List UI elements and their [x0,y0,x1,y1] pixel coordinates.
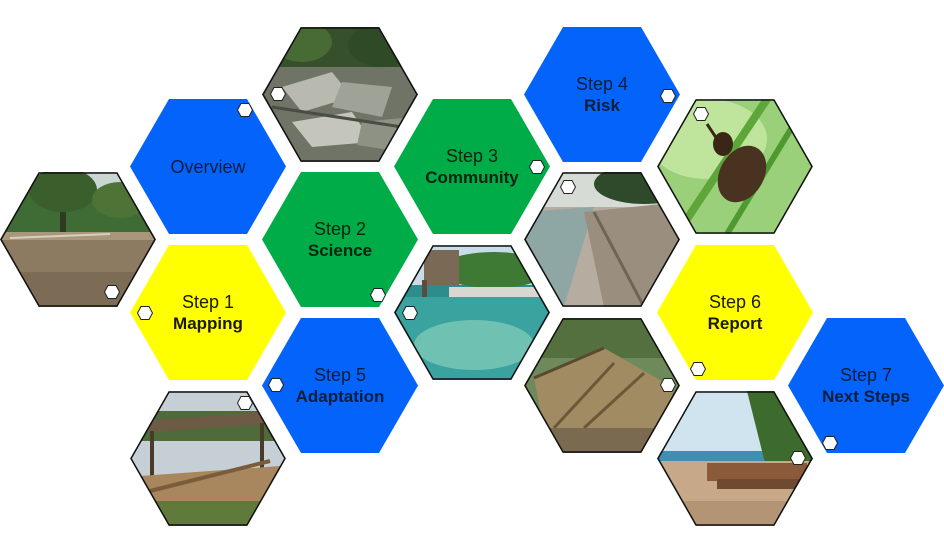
step3-title: Community [425,167,519,187]
hexagon-marker-icon [790,451,806,465]
hexagon-marker-icon [268,378,284,392]
hexagon-marker-icon [237,396,253,410]
step2-number: Step 2 [313,218,367,239]
step6-number: Step 6 [708,291,762,312]
step7-number: Step 7 [839,364,893,385]
hexagon-marker-icon [137,306,153,320]
flooded-field-photo [0,172,156,307]
hexagon-marker-icon [660,89,676,103]
step5-number: Step 5 [313,364,367,385]
step4-tile[interactable]: Step 4 Risk [524,27,680,162]
step3-number: Step 3 [445,145,499,166]
step5-title: Adaptation [295,386,385,406]
step1-tile[interactable]: Step 1 Mapping [130,245,286,380]
hexagon-marker-icon [402,306,418,320]
hexagon-marker-icon [822,436,838,450]
hexagon-marker-icon [660,378,676,392]
eroded-beach-photo [524,172,680,307]
overview-tile[interactable]: Overview [130,99,286,234]
step2-title: Science [307,240,373,260]
weevil-insect-photo [657,99,813,234]
step7-title: Next Steps [822,386,910,406]
step1-title: Mapping [173,313,243,333]
collapsed-shelter-photo [130,391,286,526]
hexagon-marker-icon [560,180,576,194]
hexagon-marker-icon [370,288,386,302]
step7-tile[interactable]: Step 7 Next Steps [788,318,944,453]
step4-title: Risk [584,95,620,115]
hexagon-marker-icon [237,103,253,117]
hexagon-marker-icon [693,107,709,121]
overview-label: Overview [170,156,246,177]
hexagon-marker-icon [104,285,120,299]
step3-tile[interactable]: Step 3 Community [394,99,550,234]
step6-tile[interactable]: Step 6 Report [657,245,813,380]
hexagon-marker-icon [270,87,286,101]
collapsed-hut-photo [524,318,680,453]
hexagon-marker-icon [529,160,545,174]
step4-number: Step 4 [575,73,629,94]
step6-title: Report [707,313,763,333]
step1-number: Step 1 [181,291,235,312]
step5-tile[interactable]: Step 5 Adaptation [262,318,418,453]
step2-tile[interactable]: Step 2 Science [262,172,418,307]
hexagon-marker-icon [690,362,706,376]
